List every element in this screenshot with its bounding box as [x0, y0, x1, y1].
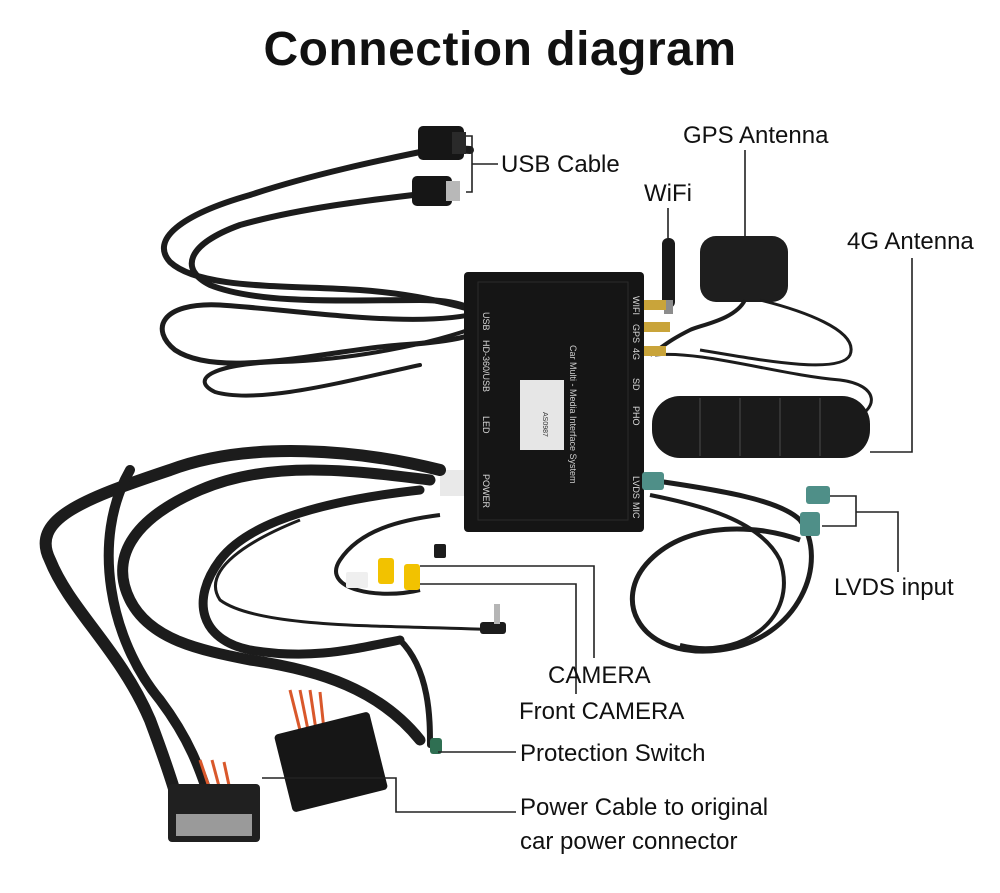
label-power-cable-line2: car power connector: [520, 828, 738, 855]
port-pho: PHO: [631, 406, 641, 426]
port-power: POWER: [481, 474, 491, 509]
interface-module-box: AS0987 Car Multi - Media Interface Syste…: [440, 272, 670, 532]
label-power-cable-line1: Power Cable to original: [520, 794, 769, 821]
gps-antenna: [648, 236, 853, 367]
4g-antenna: [652, 352, 873, 458]
port-hd360-usb: HD-360/USB: [481, 340, 491, 392]
page-title: Connection diagram: [263, 23, 737, 76]
label-wifi: WiFi: [644, 180, 692, 207]
label-usb-cable: USB Cable: [501, 151, 620, 178]
port-led: LED: [481, 416, 491, 434]
module-sticker: AS0987: [541, 412, 548, 437]
port-sd: SD: [631, 378, 641, 391]
module-name: Car Multi - Media Interface System: [568, 345, 578, 484]
lvds-cable: [630, 472, 830, 654]
label-front-camera: Front CAMERA: [519, 698, 685, 725]
power-connectors: [168, 689, 442, 842]
callout-lines: [262, 135, 913, 813]
port-4g: 4G: [631, 348, 641, 360]
port-lvds: LVDS: [631, 476, 641, 499]
usb-connector-male: [412, 176, 460, 206]
label-4g-antenna: 4G Antenna: [847, 228, 974, 255]
usb-cable: [159, 144, 485, 398]
label-gps-antenna: GPS Antenna: [683, 122, 829, 149]
port-mic: MIC: [631, 502, 641, 519]
port-wifi: WIFI: [631, 296, 641, 315]
label-protection-switch: Protection Switch: [520, 740, 706, 767]
port-usb: USB: [481, 312, 491, 331]
port-gps: GPS: [631, 324, 641, 343]
usb-connector-female: [418, 126, 466, 160]
wifi-antenna: [662, 238, 675, 314]
camera-cables: [214, 513, 506, 634]
label-lvds-input: LVDS input: [834, 574, 954, 601]
wire-harness: [39, 445, 446, 816]
label-camera: CAMERA: [548, 662, 651, 689]
